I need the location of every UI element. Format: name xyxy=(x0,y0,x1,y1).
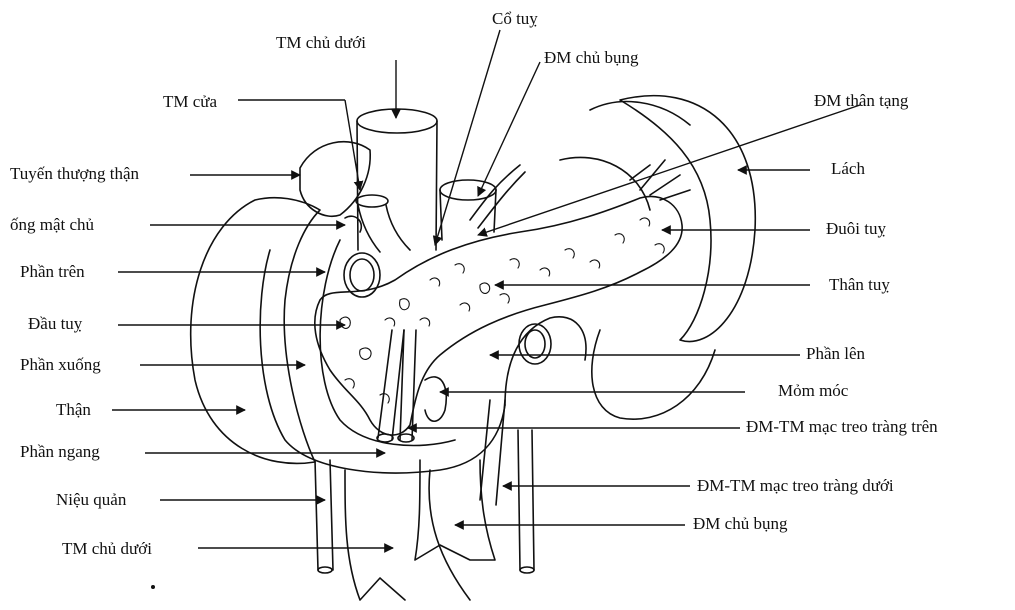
label-ong-mat-chu: ống mật chủ xyxy=(10,216,94,233)
label-than: Thận xyxy=(56,401,91,418)
label-tuyen-thuong-than: Tuyến thượng thận xyxy=(10,165,139,182)
label-phan-ngang: Phần ngang xyxy=(20,443,100,460)
pancreas xyxy=(315,197,682,435)
leader-lines xyxy=(112,30,860,548)
stray-dot xyxy=(151,585,155,589)
label-nieu-quan: Niệu quản xyxy=(56,491,126,508)
label-mom-moc: Mỏm móc xyxy=(778,382,848,399)
label-lach: Lách xyxy=(831,160,865,177)
duodenum-cut-ascending-inner xyxy=(525,330,545,358)
portal-vein-cut xyxy=(356,195,388,207)
left-kidney xyxy=(191,198,320,464)
ureter-left xyxy=(315,460,333,570)
ivc-bottom xyxy=(345,470,470,600)
label-dm-than-tang: ĐM thân tạng xyxy=(814,92,908,109)
label-dm-chu-bung-bottom: ĐM chủ bụng xyxy=(693,515,787,532)
label-dm-tm-treo-trang-duoi: ĐM-TM mạc treo tràng dưới xyxy=(697,477,894,494)
pancreas-texture xyxy=(340,218,664,403)
duodenum-cut-superior-inner xyxy=(350,259,374,291)
label-dm-chu-bung-top: ĐM chủ bụng xyxy=(544,49,638,66)
label-tm-chu-duoi-bottom: TM chủ dưới xyxy=(62,540,152,557)
ureter-right xyxy=(518,430,534,570)
label-dm-tm-treo-trang-tren: ĐM-TM mạc treo tràng trên xyxy=(746,418,938,435)
label-tm-cua: TM cửa xyxy=(163,93,217,110)
celiac-trunk xyxy=(470,165,525,228)
spleen xyxy=(620,96,755,342)
duodenum xyxy=(260,250,505,473)
ureter-right-cut xyxy=(520,567,534,573)
label-tm-chu-duoi-top: TM chủ dưới xyxy=(276,34,366,51)
label-phan-xuong: Phần xuống xyxy=(20,356,101,373)
bile-duct xyxy=(345,216,361,232)
sm-artery-cut xyxy=(377,434,393,442)
label-duoi-tuy: Đuôi tuỵ xyxy=(826,220,886,237)
label-dau-tuy: Đầu tuỵ xyxy=(28,315,82,332)
ivc-top-walls xyxy=(357,121,437,250)
portal-vein xyxy=(358,205,410,252)
right-side-kidney xyxy=(560,157,715,419)
label-phan-len: Phần lên xyxy=(806,345,865,362)
label-than-tuy: Thân tuỵ xyxy=(829,276,890,293)
ureter-left-cut xyxy=(318,567,332,573)
ivc-top-opening xyxy=(357,109,437,133)
uncinate-process xyxy=(425,377,446,421)
duodenum-inner xyxy=(320,240,455,445)
label-phan-tren: Phần trên xyxy=(20,263,85,280)
label-co-tuy: Cổ tuỵ xyxy=(492,10,538,27)
im-vessels xyxy=(480,400,505,505)
